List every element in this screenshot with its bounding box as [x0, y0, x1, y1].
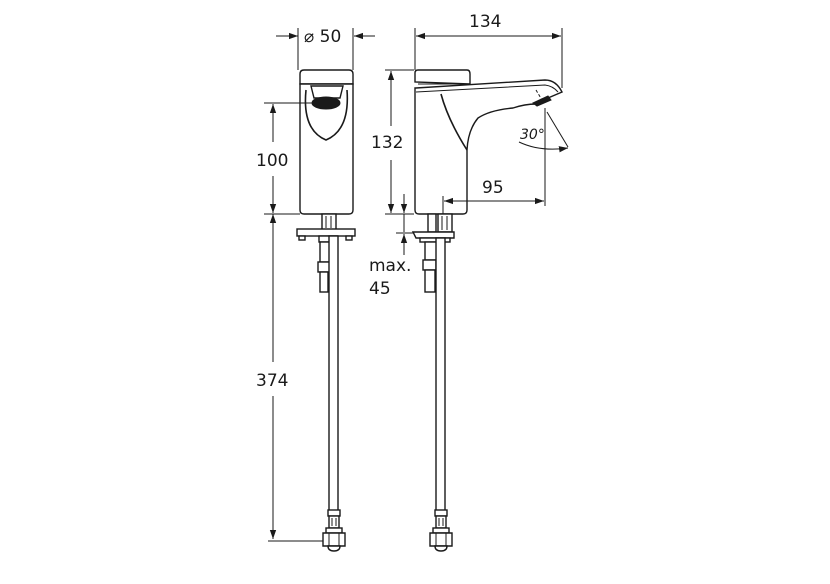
front-hex-nut: [322, 532, 346, 547]
diameter-dimension: ⌀ 50: [276, 27, 375, 70]
side-height-label: 132: [371, 133, 403, 153]
front-cap: [299, 69, 354, 85]
side-cap: [414, 69, 471, 85]
spout-reach-dimension: 95: [442, 108, 546, 216]
max-label: max.: [369, 256, 411, 276]
side-body-spout: [414, 79, 563, 215]
front-height-label: 100: [256, 151, 288, 171]
front-hose: [328, 235, 339, 513]
diameter-label: ⌀ 50: [304, 27, 341, 47]
max-deck-thickness-dimension: max. 45: [369, 194, 416, 299]
side-hex-nut: [429, 532, 453, 547]
width-label: 134: [469, 12, 501, 32]
aerator: [311, 96, 341, 110]
front-mounting-bracket: [296, 228, 356, 237]
width-134-dimension: 134: [414, 12, 563, 88]
hose-length-label: 374: [256, 371, 288, 391]
height-132-dimension: 132: [371, 69, 414, 215]
side-hose: [435, 237, 446, 513]
front-body: [299, 83, 354, 215]
spout-angle-dimension: 30°: [518, 111, 569, 153]
side-mounting-bracket: [411, 231, 455, 239]
spout-angle-label: 30°: [520, 127, 545, 143]
side-view: 134 30° 95 132: [369, 12, 569, 552]
hose-length-dimension: 374: [256, 214, 323, 542]
front-view: ⌀ 50 100: [256, 27, 375, 552]
height-100-dimension: 100: [256, 102, 316, 215]
side-aerator: [532, 95, 552, 107]
front-hood: [304, 89, 349, 141]
max-value-label: 45: [369, 279, 391, 299]
spout-reach-label: 95: [482, 178, 504, 198]
